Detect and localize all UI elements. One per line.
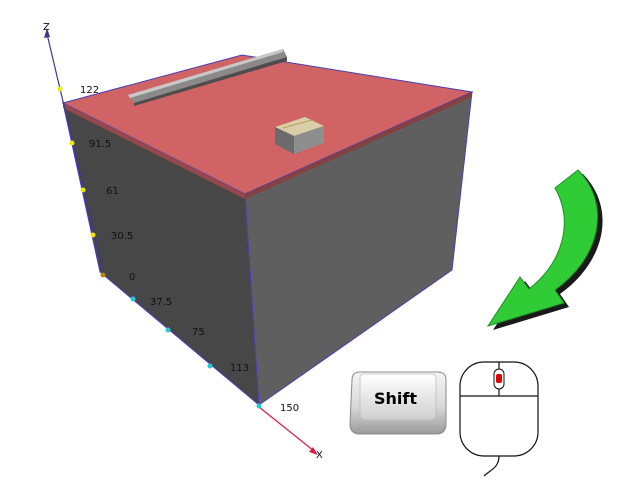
shift-key-label: Shift xyxy=(374,389,417,408)
x-tick-label: 37.5 xyxy=(150,297,172,308)
z-tick-dot xyxy=(57,86,63,92)
mouse-wheel-pressed xyxy=(496,374,502,383)
origin-dot xyxy=(100,272,106,278)
z-tick-dot xyxy=(90,232,96,238)
x-tick-label: 75 xyxy=(192,327,205,338)
x-ticks: 37.5 75 113 150 xyxy=(130,296,299,414)
z-tick-dot xyxy=(80,187,86,193)
rotate-arrow-icon xyxy=(486,169,603,330)
z-axis-letter: Z xyxy=(43,22,50,33)
shift-key-icon: Shift xyxy=(349,371,447,435)
top-rail xyxy=(128,49,287,106)
box-lid-edge xyxy=(63,103,245,199)
x-tick-dot xyxy=(165,327,171,333)
x-axis: X xyxy=(258,406,323,461)
z-tick-label: 0 xyxy=(129,272,135,283)
z-tick-label: 30.5 xyxy=(111,231,133,242)
z-tick-label: 61 xyxy=(106,186,119,197)
x-tick-dot xyxy=(207,363,213,369)
z-ticks: 122 91.5 61 30.5 0 xyxy=(57,85,135,283)
x-tick-label: 150 xyxy=(280,403,299,414)
top-block xyxy=(275,117,324,154)
mouse-icon xyxy=(459,361,539,477)
z-tick-label: 122 xyxy=(80,85,99,96)
x-tick-label: 113 xyxy=(230,363,249,374)
x-axis-letter: X xyxy=(316,450,323,461)
box-3d[interactable] xyxy=(61,49,474,407)
z-tick-dot xyxy=(69,140,75,146)
x-tick-dot xyxy=(130,296,136,302)
box-lid-edge-side xyxy=(245,92,472,199)
z-tick-label: 91.5 xyxy=(89,139,111,150)
x-tick-dot xyxy=(256,403,262,409)
mouse-cable xyxy=(483,455,500,477)
